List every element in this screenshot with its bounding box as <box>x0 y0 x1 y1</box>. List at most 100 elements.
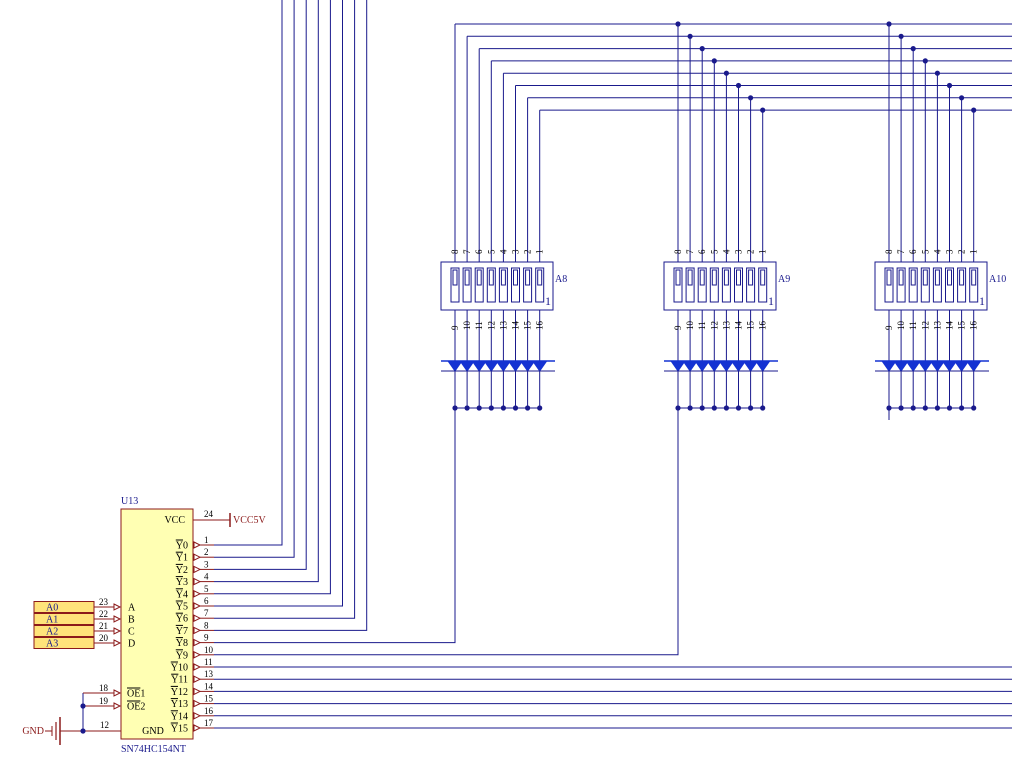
input-pin-label: B <box>128 615 135 626</box>
output-pin-label-index: 8 <box>183 638 188 649</box>
dip-switch-lever <box>947 269 952 286</box>
input-pin-arrow <box>113 615 122 623</box>
led-triangle <box>682 360 699 372</box>
output-pin-label: Y11 <box>171 675 188 686</box>
output-pin-arrow <box>193 699 202 708</box>
dip-top-pin-number: 5 <box>709 249 719 254</box>
dip-bottom-pin-number: 9 <box>884 325 894 330</box>
dip-switch-lever <box>525 269 531 286</box>
junction-dot <box>959 405 965 411</box>
dip-body <box>663 261 777 311</box>
junction-dot <box>525 405 531 411</box>
decoder-chip-u13: U13SN74HC154NTVCC24GND1223A22B21C20D18OE… <box>60 496 231 755</box>
output-pin-label-index: 3 <box>183 577 188 588</box>
dip-top-pin-number: 8 <box>884 249 894 254</box>
output-pin-label-index: 9 <box>183 650 188 661</box>
output-pin-number: 4 <box>204 572 209 582</box>
led-triangle <box>471 360 488 372</box>
output-pin-arrow <box>193 724 202 732</box>
led-triangle <box>459 360 476 372</box>
output-pin-label: Y2 <box>176 565 188 576</box>
input-pin-number: 20 <box>99 633 109 643</box>
output-pin-label-index: 2 <box>183 565 188 576</box>
junction-dot <box>760 405 766 411</box>
dip-bottom-pin-number: 16 <box>535 321 545 331</box>
dip-switch-lever <box>699 269 705 286</box>
dip-bottom-pin-number: 13 <box>932 321 942 331</box>
output-pin-number: 16 <box>204 706 214 716</box>
junction-dot <box>675 405 681 411</box>
dip-switch-lever <box>452 269 458 286</box>
enable-pin-number: 18 <box>99 683 109 693</box>
output-pin-label-index: 6 <box>183 614 188 625</box>
dip-bottom-pin-number: 16 <box>969 321 979 331</box>
led-triangle <box>742 360 759 372</box>
junction-dot <box>922 58 928 64</box>
output-wire-to-a9 <box>214 408 679 656</box>
dip-switch-lever <box>898 269 904 286</box>
enable-pin-arrow <box>113 689 122 697</box>
output-pin-arrow <box>193 589 202 598</box>
dip-designator: A9 <box>778 274 790 285</box>
junction-dot <box>80 703 86 709</box>
output-pin-label: Y6 <box>176 614 188 625</box>
output-pin-arrow <box>193 614 202 623</box>
junction-dot <box>687 405 693 411</box>
junction-dot <box>711 58 717 64</box>
junction-dot <box>452 405 458 411</box>
output-pin-label: Y10 <box>171 663 188 674</box>
junctions <box>80 21 977 734</box>
output-pin-label: Y12 <box>171 687 188 698</box>
output-pin-arrow <box>193 602 202 610</box>
junction-dot <box>922 405 928 411</box>
output-pin-label: Y3 <box>176 577 188 588</box>
output-pin-label-main: Y <box>171 699 178 710</box>
output-pin-label-main: Y <box>171 675 178 686</box>
net-port-box <box>33 601 95 613</box>
dip-bottom-pin-number: 15 <box>746 321 756 331</box>
dip-switch-lever <box>760 269 766 286</box>
dip-bottom-pin-number: 16 <box>758 321 768 331</box>
input-pin-number: 22 <box>99 609 108 619</box>
dip-top-pin-number: 2 <box>746 250 756 255</box>
output-pin-label-main: Y <box>176 650 183 661</box>
led-triangle <box>531 360 548 372</box>
chip-designator: U13 <box>121 496 138 507</box>
vcc-pin-number: 24 <box>204 509 214 519</box>
dip-switch-lever <box>464 269 470 286</box>
output-pin-number: 5 <box>204 584 209 594</box>
output-pin-label-index: 14 <box>178 711 188 722</box>
dip-bottom-pin-number: 10 <box>896 321 906 331</box>
vcc-net-label: VCC5V <box>233 515 267 526</box>
output-pin-arrow <box>193 663 202 671</box>
net-port-label: A1 <box>46 615 58 626</box>
junction-dot <box>934 405 941 411</box>
junction-dot <box>934 70 941 76</box>
output-pin-number: 8 <box>204 620 209 630</box>
led-triangle <box>670 360 686 372</box>
dip-top-pin-number: 3 <box>734 249 744 254</box>
junction-dot <box>946 405 953 411</box>
led-triangle <box>917 360 934 372</box>
dip-bottom-pin-number: 10 <box>462 321 472 331</box>
led-triangle <box>953 360 970 372</box>
output-pin-label-index: 1 <box>183 553 188 564</box>
junction-dot <box>946 82 953 89</box>
junction-dot <box>80 728 86 734</box>
output-pin-arrow <box>193 650 202 659</box>
output-pin-arrow <box>193 675 202 684</box>
dip-top-pin-number: 8 <box>673 249 683 254</box>
dip-designator: A8 <box>555 274 567 285</box>
dip-bottom-pin-number: 14 <box>734 321 744 331</box>
dip-body <box>874 261 988 311</box>
junction-dot <box>748 405 754 411</box>
dip-bottom-pin-number: 13 <box>498 320 508 330</box>
dip-top-pin-number: 7 <box>896 249 906 254</box>
output-pin-label: Y13 <box>171 699 188 710</box>
junction-dot <box>971 405 977 411</box>
dip-top-pin-number: 5 <box>920 249 930 254</box>
dip-top-pin-number: 4 <box>932 249 942 254</box>
led-triangle <box>483 360 500 372</box>
output-bus-wire-up <box>214 0 307 570</box>
